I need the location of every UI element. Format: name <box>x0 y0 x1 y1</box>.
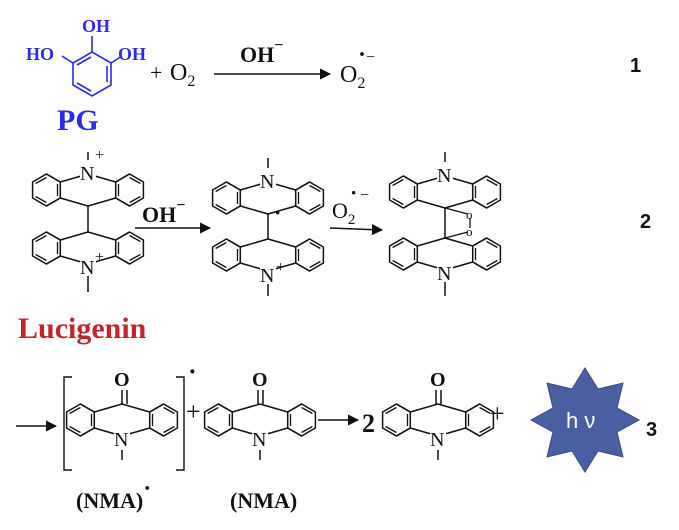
lucigenin-label: Lucigenin <box>18 312 147 345</box>
nma-product-molecule: O N <box>381 369 495 460</box>
dioxetane-n-top: N <box>437 165 451 187</box>
nma-molecule: O N <box>203 369 317 460</box>
lucigenin-radical-cation: N · N + <box>211 158 325 296</box>
superoxide-product: O2 <box>340 62 365 92</box>
equation-1: OH HO OH PG + O2 OH− O2 · − 1 <box>26 16 641 137</box>
equation-3: · O N (NMA)· + O N (NMA) 2 <box>16 357 657 513</box>
plus-sign-3b: + <box>490 399 505 428</box>
nma-product-n: N <box>430 429 444 451</box>
lucigenin-plus-top: + <box>95 147 104 164</box>
o2-reactant: O2 <box>170 60 195 90</box>
pg-oh-right: OH <box>118 44 146 64</box>
radical-n-bottom: N <box>260 265 274 287</box>
arrow-2b-charge: − <box>360 187 369 204</box>
radical-plus-bottom: + <box>276 259 285 276</box>
stoichiometric-coefficient: 2 <box>362 409 375 438</box>
lucigenin-molecule: N + N + <box>31 147 145 292</box>
superoxide-charge: − <box>366 49 375 66</box>
arrow-1-reagent: OH− <box>240 37 283 67</box>
dioxetane-o-top: o <box>466 207 473 222</box>
equation-2: N + N + Lucigenin OH− N · N + O2 · − <box>18 147 651 345</box>
nma-n: N <box>252 429 266 451</box>
plus-sign-3a: + <box>186 397 201 426</box>
lucigenin-n-bottom: N <box>80 257 94 279</box>
nma-radical-o: O <box>114 369 130 391</box>
equation-3-number: 3 <box>646 419 657 441</box>
dioxetane-n-bottom: N <box>437 263 451 285</box>
light-star-icon <box>529 367 641 473</box>
light-label: h ν <box>566 408 595 433</box>
pyrogallol-ring <box>61 36 123 97</box>
nma-label: (NMA) <box>230 488 297 513</box>
radical-n-top: N <box>260 171 274 193</box>
radical-bracket <box>63 376 185 471</box>
pg-ho-left: HO <box>26 44 54 64</box>
lucigenin-plus-bottom: + <box>95 249 104 266</box>
pg-oh-top: OH <box>82 16 110 36</box>
nma-product-o: O <box>430 369 446 391</box>
nma-o: O <box>252 369 268 391</box>
plus-sign-1: + <box>150 60 162 85</box>
equation-2-number: 2 <box>640 211 651 233</box>
lucigenin-n-top: N <box>80 163 94 185</box>
equation-1-number: 1 <box>630 55 641 77</box>
arrow-2a-reagent: OH− <box>142 197 185 227</box>
superoxide-dot: · <box>358 42 366 68</box>
bracket-radical-dot: · <box>188 357 197 386</box>
nma-radical-n: N <box>114 429 128 451</box>
reaction-arrow-2b <box>329 224 384 236</box>
radical-dot: · <box>274 200 281 225</box>
dioxetane-molecule: N o o N <box>388 152 502 296</box>
nma-radical-label: (NMA)· <box>76 476 151 513</box>
pg-label: PG <box>57 104 99 137</box>
dioxetane-o-bottom: o <box>466 224 473 239</box>
nma-radical-molecule: O N <box>65 369 179 460</box>
arrow-2b-reagent: O2 <box>332 198 355 228</box>
arrow-2b-dot: · <box>350 180 357 205</box>
